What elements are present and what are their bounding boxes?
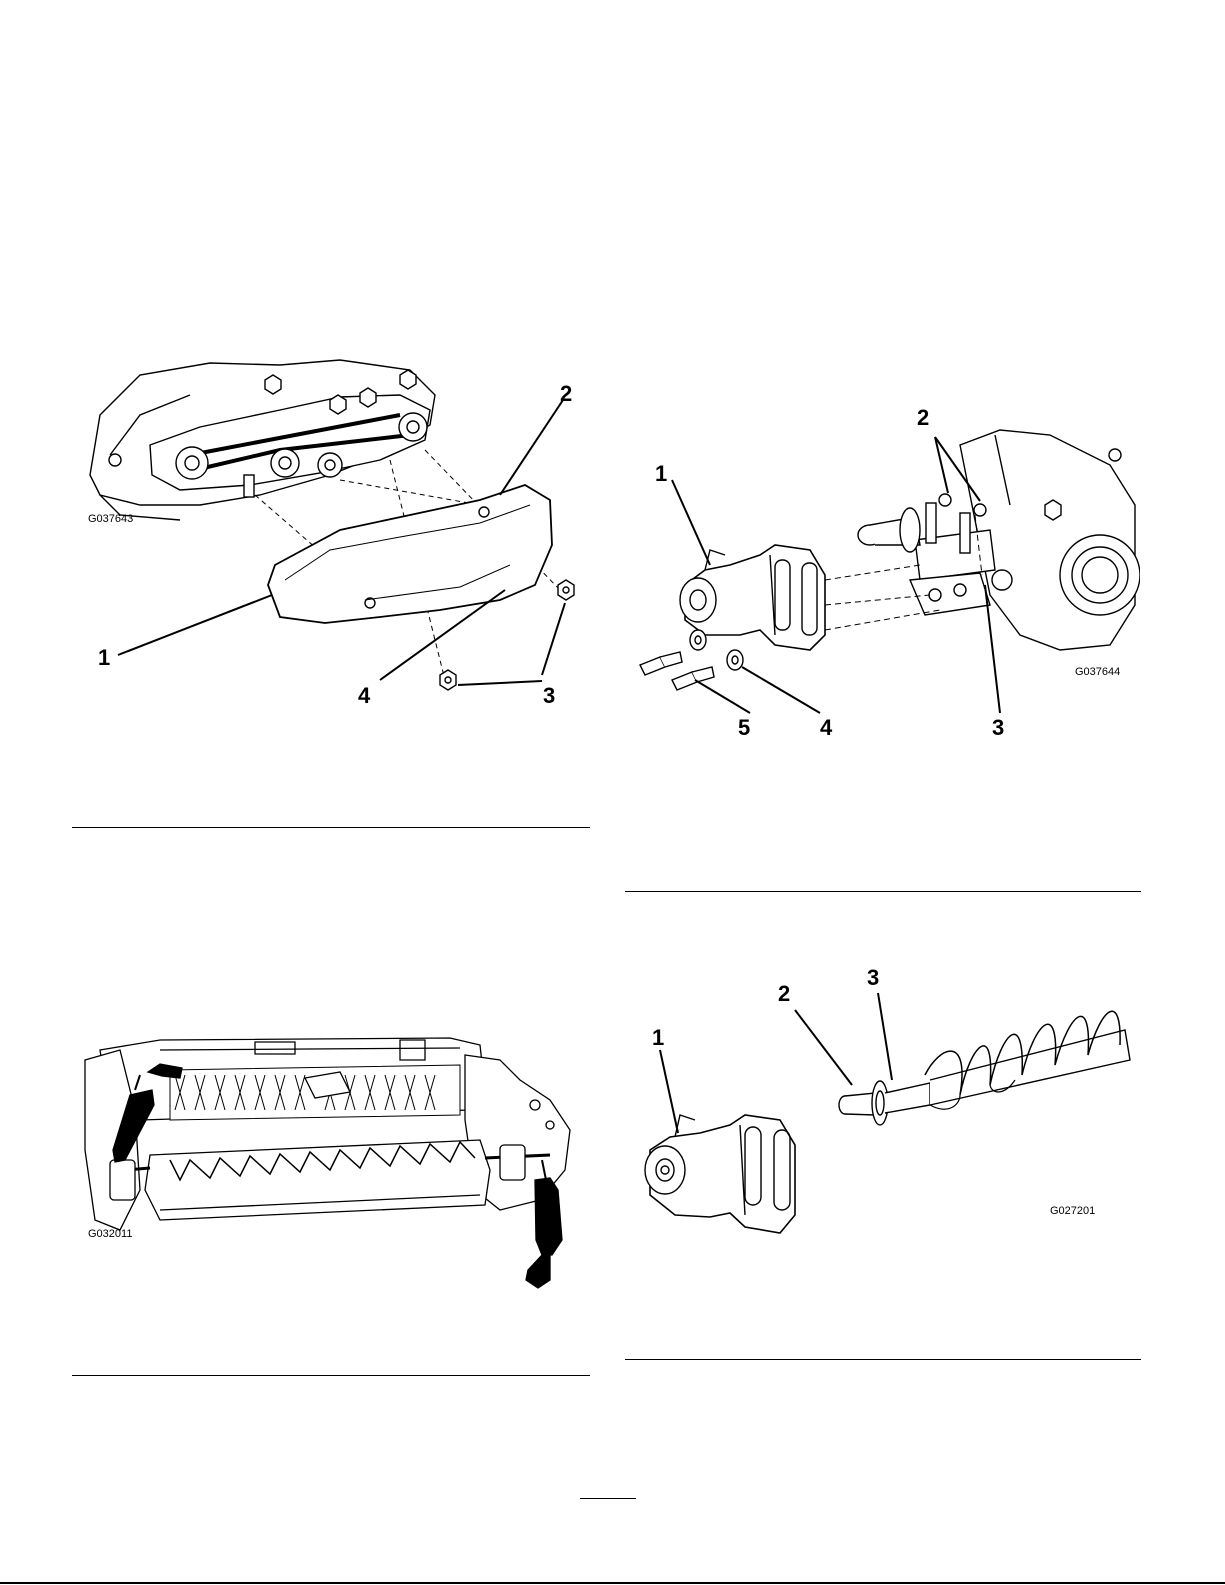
callout-3: 3 bbox=[867, 967, 879, 989]
callout-1: 1 bbox=[652, 1027, 664, 1049]
figure-divider bbox=[72, 827, 590, 828]
figure-code: G037644 bbox=[1075, 666, 1120, 678]
figure-divider bbox=[625, 1359, 1141, 1360]
footer-bar bbox=[0, 1582, 1225, 1584]
bracket-assembly-illustration bbox=[630, 405, 1140, 745]
callout-1: 1 bbox=[98, 647, 110, 669]
figure-code: G037643 bbox=[88, 513, 133, 525]
figure-code: G027201 bbox=[1050, 1205, 1095, 1217]
callout-2: 2 bbox=[778, 983, 790, 1005]
figure-bracket-assembly: 1 2 3 4 5 G037644 bbox=[630, 405, 1140, 745]
callout-3: 3 bbox=[543, 685, 555, 707]
callout-4: 4 bbox=[358, 685, 370, 707]
callout-2: 2 bbox=[917, 407, 929, 429]
callout-5: 5 bbox=[738, 717, 750, 739]
callout-1: 1 bbox=[655, 463, 667, 485]
figure-divider bbox=[72, 1375, 590, 1376]
callout-4: 4 bbox=[820, 717, 832, 739]
figure-belt-cover: 1 2 3 4 G037643 bbox=[80, 355, 600, 735]
figure-divider bbox=[625, 891, 1141, 892]
auger-bracket-illustration bbox=[630, 965, 1140, 1265]
figure-code: G032011 bbox=[88, 1228, 132, 1240]
belt-cover-illustration bbox=[80, 355, 600, 735]
callout-3: 3 bbox=[992, 717, 1004, 739]
page-number-rule bbox=[580, 1498, 636, 1499]
reel-lift-illustration bbox=[80, 1030, 590, 1300]
figure-auger-bracket: 1 2 3 G027201 bbox=[630, 965, 1140, 1265]
callout-2: 2 bbox=[560, 383, 572, 405]
figure-reel-lift: G032011 bbox=[80, 1030, 590, 1300]
